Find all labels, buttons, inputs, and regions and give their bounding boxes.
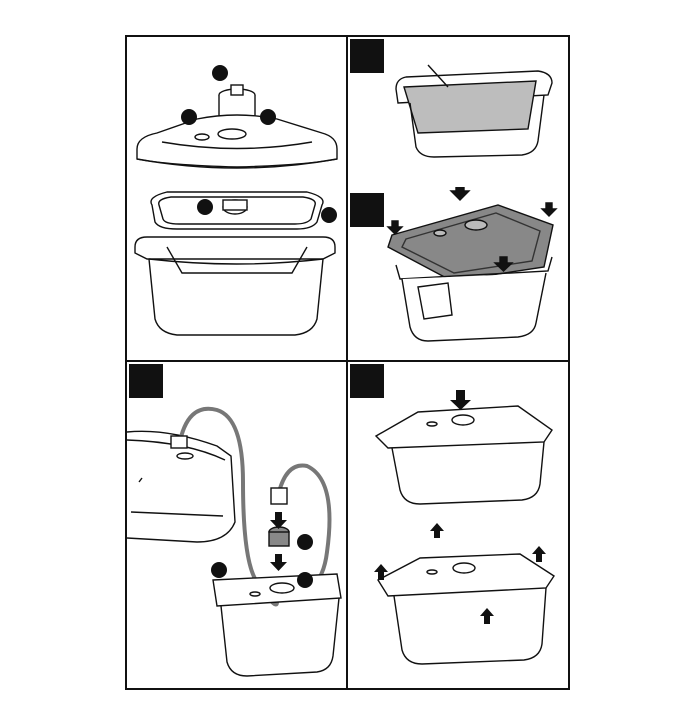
panel-vacuum-and-open xyxy=(348,362,568,688)
hose-connection-illustration xyxy=(127,362,346,688)
arrow-down-icon xyxy=(450,390,471,410)
callout-marker-2 xyxy=(211,562,227,578)
gasket-icon xyxy=(151,192,323,229)
arrow-up-icon xyxy=(430,523,444,538)
panel-overview xyxy=(127,37,346,360)
step-tab xyxy=(350,193,384,227)
vacuum-and-release-illustration xyxy=(348,362,568,688)
panel-press-lid xyxy=(348,187,568,360)
step-tab xyxy=(350,39,384,73)
step-tab xyxy=(350,364,384,398)
step-tab xyxy=(129,364,163,398)
panel-attach-hose xyxy=(127,362,346,688)
container-icon xyxy=(135,237,335,335)
callout-marker-3 xyxy=(297,572,313,588)
arrow-up-icon xyxy=(480,608,494,624)
exploded-view-illustration xyxy=(127,37,346,360)
callout-marker-2 xyxy=(181,109,197,125)
arrow-up-icon xyxy=(532,546,546,562)
lid-icon xyxy=(137,115,337,168)
callout-marker-1 xyxy=(297,534,313,550)
callout-marker-4 xyxy=(197,199,213,215)
callout-marker-3 xyxy=(260,109,276,125)
callout-marker-5 xyxy=(321,207,337,223)
panel-place-food xyxy=(348,37,568,187)
callout-marker-1 xyxy=(212,65,228,81)
